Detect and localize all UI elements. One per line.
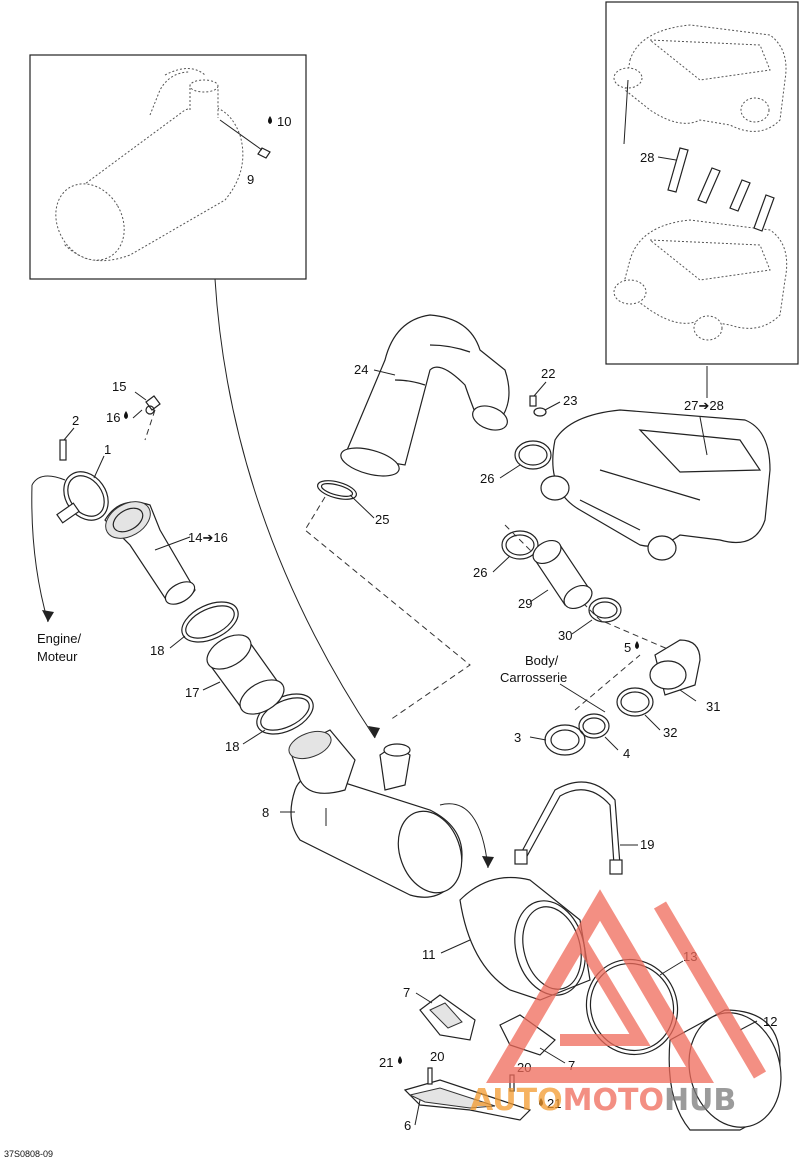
- annotation-body: Body/: [525, 653, 559, 668]
- diagram-ref-code: 37S0808-09: [4, 1149, 53, 1159]
- callout-26-upper: 26: [480, 471, 494, 486]
- callout-16: 16: [106, 410, 120, 425]
- washer-part-23: [533, 407, 547, 417]
- tube-set-28: [667, 147, 775, 232]
- inset-box-muffler: [29, 54, 307, 280]
- fluid-drop-icon: [398, 1056, 402, 1064]
- callout-4: 4: [623, 746, 630, 761]
- callout-14-16: 14➔16: [188, 530, 228, 545]
- callout-28: 28: [640, 150, 654, 165]
- fluid-drop-icon: [635, 641, 639, 649]
- watermark-text: AUTOMOTOHUB: [470, 1083, 736, 1118]
- sleeve-part-17: [206, 634, 285, 715]
- watermark: AUTOMOTOHUB: [470, 889, 767, 1118]
- annotation-moteur: Moteur: [37, 649, 78, 664]
- tail-cap-part-12: [668, 1009, 782, 1131]
- inset-resonator-drawing: [613, 24, 788, 341]
- callout-26-lower: 26: [473, 565, 487, 580]
- hose-part-29: [532, 539, 593, 610]
- watermark-suffix: HUB: [664, 1083, 736, 1118]
- callout-9: 9: [247, 172, 254, 187]
- callout-21-right: 21: [547, 1096, 561, 1111]
- pin-part-2: [59, 439, 67, 461]
- resonator-part-27: [540, 409, 771, 561]
- bracket-part-7-left: [419, 994, 476, 1041]
- inset-muffler-drawing: [55, 68, 271, 262]
- inlet-part-31: [649, 639, 701, 696]
- callout-7-right: 7: [568, 1058, 575, 1073]
- gasket-part-25: [316, 480, 358, 500]
- callout-2: 2: [72, 413, 79, 428]
- callout-11: 11: [422, 947, 436, 962]
- callout-12: 12: [763, 1014, 777, 1029]
- strap-part-19: [514, 781, 623, 875]
- callout-27-28: 27➔28: [684, 398, 724, 413]
- annotation-carrosserie: Carrosserie: [500, 670, 567, 685]
- callout-22: 22: [541, 366, 555, 381]
- callout-29: 29: [518, 596, 532, 611]
- callout-17: 17: [185, 685, 199, 700]
- fluid-drop-icon: [124, 411, 128, 419]
- clamp-part-30: [588, 597, 622, 623]
- gasket-part-32: [616, 687, 654, 717]
- sensor-part-9: [257, 147, 271, 159]
- callout-19: 19: [640, 837, 654, 852]
- callout-32: 32: [663, 725, 677, 740]
- annotation-engine: Engine/: [37, 631, 81, 646]
- callout-24: 24: [354, 362, 368, 377]
- clamp-part-13: [585, 958, 679, 1056]
- fluid-drop-icon: [539, 1098, 543, 1106]
- callout-23: 23: [563, 393, 577, 408]
- inset-box-resonator: [605, 1, 799, 365]
- hose-part-24: [340, 314, 510, 477]
- fluid-drop-icon: [268, 116, 272, 124]
- clamp-part-26-lower: [501, 530, 539, 560]
- ring-part-3: [544, 724, 586, 756]
- callout-18-upper: 18: [150, 643, 164, 658]
- callout-21-left: 21: [379, 1055, 393, 1070]
- callout-3: 3: [514, 730, 521, 745]
- bolt-part-22: [529, 395, 537, 407]
- callout-30: 30: [558, 628, 572, 643]
- leader-lines: [63, 79, 758, 1126]
- callout-18-lower: 18: [225, 739, 239, 754]
- callout-8: 8: [262, 805, 269, 820]
- clamp-part-26-upper: [514, 440, 552, 470]
- connection-lines: [31, 278, 708, 869]
- sensor-part-15: [145, 395, 161, 415]
- ring-part-4: [578, 713, 610, 739]
- callout-15: 15: [112, 379, 126, 394]
- watermark-middle: MOTO: [563, 1083, 664, 1118]
- callout-7-left: 7: [403, 985, 410, 1000]
- callout-5: 5: [624, 640, 631, 655]
- callout-1: 1: [104, 442, 111, 457]
- callout-6: 6: [404, 1118, 411, 1133]
- callout-20-left: 20: [430, 1049, 444, 1064]
- clamp-part-1: [56, 471, 109, 524]
- watermark-prefix: AUTO: [470, 1083, 563, 1118]
- callout-31: 31: [706, 699, 720, 714]
- watermark-logo: [486, 889, 767, 1083]
- pipe-part-14: [104, 501, 196, 605]
- callout-25: 25: [375, 512, 389, 527]
- clamp-part-18-upper: [181, 601, 239, 643]
- callout-10: 10: [277, 114, 291, 129]
- muffler-part-8: [288, 729, 463, 898]
- callout-labels: 2 1 15 16 14➔16 Engine/ Moteur 18 17 18 …: [4, 114, 777, 1159]
